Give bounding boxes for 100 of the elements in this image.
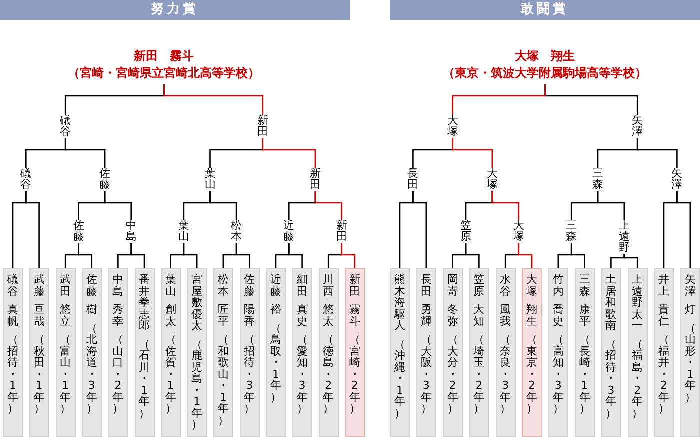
- player-name: 悠立: [60, 304, 72, 327]
- player-name: 大塚: [526, 274, 538, 297]
- player-name: 裕: [270, 304, 282, 316]
- player-prefecture-grade: （東京・2年）: [526, 334, 538, 414]
- player-card: [266, 268, 286, 437]
- champion-school: （宮崎・宮崎県立宮崎北高等学校）: [68, 65, 260, 82]
- player-name: 貴仁: [658, 304, 670, 327]
- winner-name: 上遠野: [618, 220, 630, 253]
- player-prefecture-grade: （富山・1年）: [60, 334, 72, 414]
- bracket-line: [624, 254, 638, 268]
- player-name: 喬史: [552, 304, 564, 327]
- player-card: [3, 268, 23, 437]
- player-card: [654, 268, 674, 437]
- player-card: [548, 268, 568, 437]
- bracket-line: [164, 84, 264, 115]
- player-prefecture-grade: （大阪・3年）: [420, 334, 432, 414]
- winner-name: 葉山: [178, 220, 190, 242]
- winner-name: 大塚: [446, 115, 459, 137]
- bracket-line: [452, 138, 494, 168]
- player-name: 礒谷: [7, 274, 19, 297]
- player-card: [344, 268, 365, 437]
- bracket-line: [676, 191, 692, 268]
- player-name: 上遠野太一: [632, 274, 644, 332]
- player-name: 武田: [60, 274, 72, 297]
- player-card: [108, 268, 128, 437]
- player-name: 松本: [217, 274, 230, 297]
- player-name: 佐藤: [86, 274, 98, 297]
- player-name: 悠太: [322, 304, 335, 327]
- winner-name: 中島: [125, 220, 138, 242]
- winner-name: 礒谷: [60, 115, 72, 137]
- player-prefecture-grade: （山口・2年）: [112, 334, 124, 414]
- player-name: 匠平: [217, 304, 230, 327]
- winner-name: 矢澤: [671, 168, 684, 190]
- winner-name: 礒谷: [20, 168, 32, 190]
- bracket-line: [636, 138, 678, 168]
- player-name: 長田: [420, 274, 432, 297]
- player-card: [680, 268, 700, 437]
- player-name: 岡嵜: [446, 274, 459, 297]
- player-prefecture-grade: （福井・2年）: [658, 334, 670, 414]
- player-card: [469, 268, 490, 437]
- player-prefecture-grade: （和歌山・1年）: [217, 334, 230, 426]
- player-card: [213, 268, 234, 437]
- bracket-line: [64, 138, 106, 168]
- player-prefecture-grade: （北海道・3年）: [86, 322, 98, 414]
- bracket-line: [341, 243, 356, 268]
- player-card: [56, 268, 76, 437]
- player-prefecture-grade: （高知・3年）: [552, 334, 564, 414]
- player-name: 武藤: [33, 274, 46, 297]
- player-card: [187, 268, 208, 437]
- winner-name: 新田: [336, 220, 348, 242]
- bracket-line: [452, 84, 546, 115]
- player-prefecture-grade: （愛知・3年）: [296, 334, 308, 414]
- player-name: 霧斗: [348, 304, 361, 327]
- player-card: [522, 268, 542, 437]
- award-header-band: 努力賞: [0, 0, 350, 20]
- player-prefecture-grade: （鳥取・1年）: [270, 322, 282, 403]
- player-card: [292, 268, 312, 437]
- winner-name: 松本: [230, 220, 243, 242]
- player-name: 風我: [500, 304, 512, 327]
- bracket-line: [465, 243, 480, 268]
- player-prefecture-grade: （招待・3年）: [244, 334, 256, 414]
- player-card: [318, 268, 339, 437]
- winner-name: 大塚: [512, 220, 525, 242]
- player-name: 灯: [684, 304, 696, 316]
- player-card: [442, 268, 463, 437]
- player-prefecture-grade: （大分・2年）: [446, 334, 459, 414]
- player-card: [416, 268, 436, 437]
- player-prefecture-grade: （招待・3年）: [605, 338, 618, 419]
- player-prefecture-grade: （佐賀・1年）: [164, 334, 177, 414]
- player-name: 真史: [296, 304, 308, 327]
- player-prefecture-grade: （福島・2年）: [632, 338, 644, 419]
- player-name: 土居和歌南: [605, 274, 618, 332]
- player-card: [574, 268, 595, 437]
- player-name: 樹: [86, 304, 98, 316]
- player-card: [601, 268, 622, 437]
- winner-name: 新田: [309, 168, 322, 190]
- bracket-line: [210, 191, 238, 220]
- winner-name: 近藤: [283, 220, 296, 242]
- award-header-band: 敢闘賞: [390, 0, 700, 20]
- player-name: 番井拳志郎: [138, 274, 150, 332]
- player-name: 亘哉: [33, 304, 46, 327]
- player-card: [628, 268, 648, 437]
- player-name: 陽香: [244, 304, 256, 327]
- bracket-line: [183, 243, 198, 268]
- bracket-line: [412, 191, 428, 268]
- bracket-line: [492, 191, 520, 220]
- bracket-line: [597, 191, 626, 220]
- winner-name: 佐藤: [99, 168, 112, 190]
- player-name: 秀幸: [112, 304, 124, 327]
- player-prefecture-grade: （石川・1年）: [138, 338, 150, 419]
- player-name: 新田: [348, 274, 361, 297]
- winner-name: 長田: [407, 168, 420, 190]
- player-name: 大知: [473, 304, 486, 327]
- bracket-line: [314, 191, 342, 220]
- player-name: 勇輝: [420, 304, 432, 327]
- player-prefecture-grade: （鹿児島・1年）: [191, 338, 204, 430]
- player-card: [240, 268, 260, 437]
- player-name: 竹内: [552, 274, 564, 297]
- player-card: [160, 268, 181, 437]
- player-name: 翔生: [526, 304, 538, 327]
